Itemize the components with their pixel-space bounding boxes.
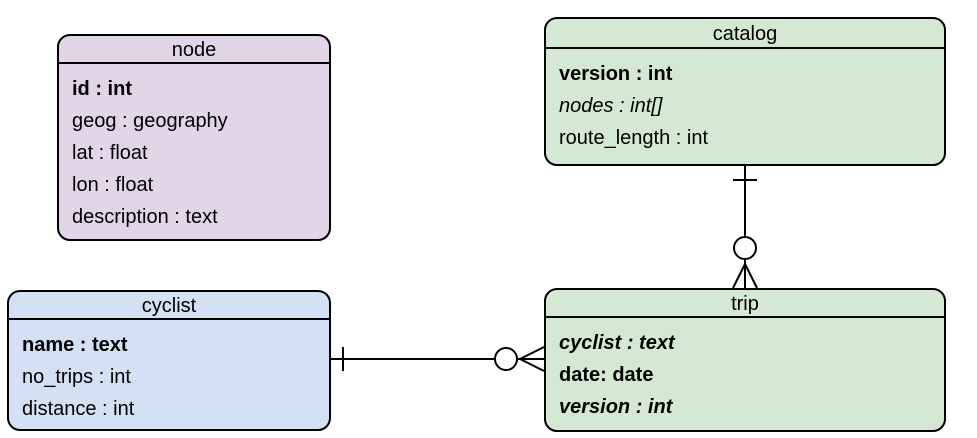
attribute-row: geog : geography (72, 110, 228, 132)
attribute-row: version : int (559, 63, 673, 85)
entity-cyclist[interactable]: cyclist name : text no_trips : int dista… (7, 290, 331, 431)
attribute-row: description : text (72, 206, 218, 228)
relationship-cyclist-trip[interactable] (331, 346, 545, 372)
attribute-row: no_trips : int (22, 366, 131, 388)
attribute-row: id : int (72, 78, 132, 100)
attribute-row: lat : float (72, 142, 148, 164)
attribute-row: name : text (22, 334, 128, 356)
attribute-row: route_length : int (559, 127, 708, 149)
entity-catalog-title: catalog (546, 19, 944, 49)
attribute-row: version : int (559, 396, 673, 418)
entity-trip-title: trip (546, 290, 944, 318)
zero-marker (733, 236, 757, 260)
relationship-catalog-trip[interactable] (732, 166, 758, 289)
attribute-row: date: date (559, 364, 654, 386)
entity-cyclist-title: cyclist (9, 292, 329, 320)
many-marker (519, 358, 545, 372)
attribute-row: distance : int (22, 398, 135, 420)
entity-trip[interactable]: trip cyclist : text date: date version :… (544, 288, 946, 432)
attribute-row: cyclist : text (559, 332, 675, 354)
many-marker (744, 263, 758, 289)
entity-node-title: node (59, 36, 329, 64)
many-marker (732, 263, 746, 289)
attribute-row: nodes : int[] (559, 95, 663, 117)
entity-node[interactable]: node id : int geog : geography lat : flo… (57, 34, 331, 241)
attribute-row: lon : float (72, 174, 154, 196)
many-marker (519, 346, 545, 360)
entity-catalog[interactable]: catalog version : int nodes : int[] rout… (544, 17, 946, 166)
zero-marker (494, 347, 518, 371)
